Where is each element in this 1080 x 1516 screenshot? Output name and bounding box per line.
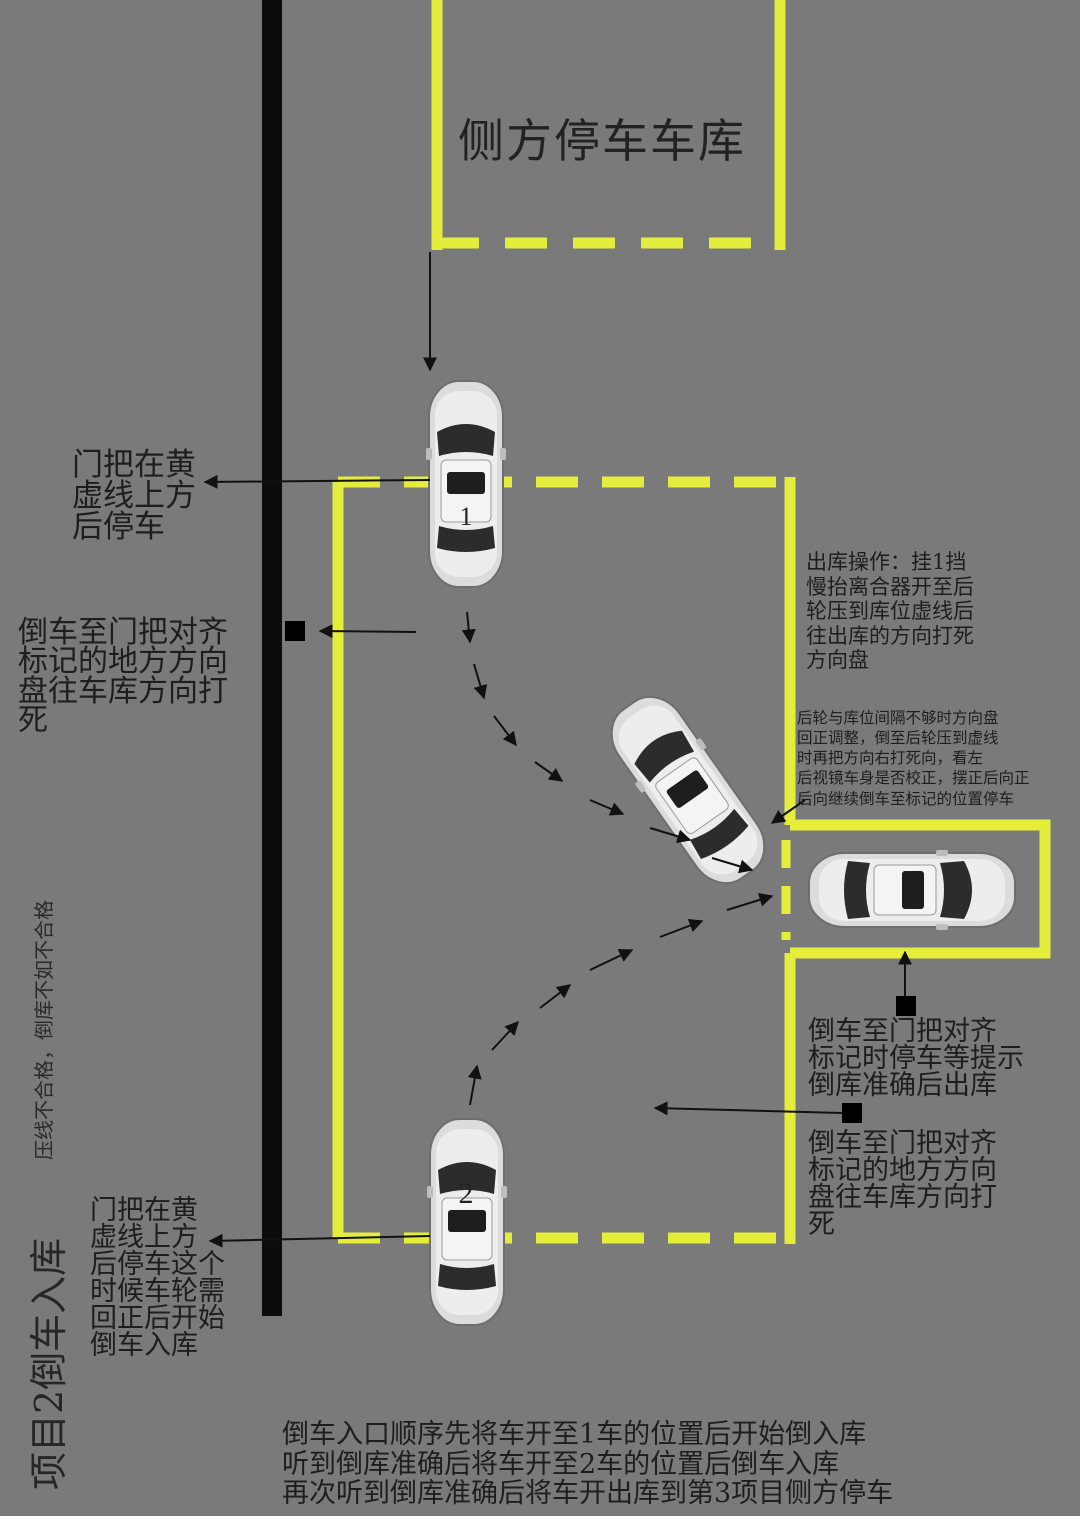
side-garage-outline <box>431 0 786 250</box>
annotation-line: 倒车至门把对齐 <box>808 1016 997 1047</box>
annotation-line: 时候车轮需 <box>90 1276 225 1307</box>
annotation-correction: 后轮与库位间隔不够时方向盘 回正调整，倒至后轮压到虚线 时再把方向右打死向，看左… <box>797 708 1030 809</box>
curb-line <box>262 0 282 1316</box>
footer-line: 再次听到倒库准确后将车开出库到第3项目侧方停车 <box>282 1478 894 1510</box>
car-1 <box>425 380 507 588</box>
annotation-line: 回正调整，倒至后轮压到虚线 <box>797 729 999 748</box>
annotation-line: 倒车至门把对齐 <box>18 615 228 650</box>
annotation-reverse-turn-right: 倒车至门把对齐 标记的地方方向 盘往车库方向打 死 <box>808 1130 997 1238</box>
annotation-line: 标记的地方方向 <box>808 1155 997 1186</box>
annotation-line: 虚线上方 <box>72 478 196 514</box>
annotation-line: 倒库准确后出库 <box>808 1070 997 1101</box>
car-2-number: 2 <box>459 1177 474 1210</box>
annotation-stop-in-bay: 倒车至门把对齐 标记时停车等提示 倒库准确后出库 <box>808 1018 1024 1099</box>
annotation-line: 慢抬离合器开至后 <box>806 574 974 599</box>
annotation-line: 盘往车库方向打 <box>808 1182 997 1213</box>
annotation-line: 倒车入库 <box>90 1330 198 1361</box>
annotation-line: 死 <box>18 703 48 739</box>
annotation-line: 虚线上方 <box>90 1222 198 1253</box>
annotation-line: 标记时停车等提示 <box>808 1043 1024 1074</box>
garage-label: 侧方停车车库 <box>458 114 746 168</box>
annotation-line: 回正后开始 <box>90 1303 225 1334</box>
footer-line: 倒车入口顺序先将车开至1车的位置后开始倒入库 <box>282 1419 867 1450</box>
car-moving <box>595 681 781 899</box>
annotation-car2-stop: 门把在黄 虚线上方 后停车这个 时候车轮需 回正后开始 倒车入库 <box>90 1197 225 1359</box>
path-arrows-out <box>467 893 774 1106</box>
annotation-line: 后视镜车身是否校正，摆正后向正 <box>797 769 1030 788</box>
reverse-garage-outline <box>332 476 1051 1244</box>
path-arrows-in <box>461 611 754 874</box>
annotation-line: 死 <box>808 1209 835 1240</box>
annotation-line: 后停车 <box>72 509 165 545</box>
annotation-line: 后停车这个 <box>90 1249 225 1280</box>
footer-line: 听到倒库准确后将车开至2车的位置后倒车入库 <box>282 1448 840 1480</box>
annotation-line: 轮压到库位虚线后 <box>806 599 974 624</box>
annotation-reverse-turn-left: 倒车至门把对齐 标记的地方方向 盘往车库方向打 死 <box>18 615 228 739</box>
annotation-car1-stop: 门把在黄 虚线上方 后停车 <box>72 450 196 543</box>
alignment-marker-right <box>842 1103 862 1123</box>
alignment-marker-bottom <box>896 996 916 1016</box>
car-2 <box>426 1118 508 1326</box>
annotation-line: 门把在黄 <box>90 1195 198 1226</box>
car-parked <box>808 849 1016 931</box>
annotation-line: 出库操作：挂1挡 <box>806 550 967 574</box>
alignment-marker-left <box>285 621 305 641</box>
annotation-exit-operation: 出库操作：挂1挡 慢抬离合器开至后 轮压到库位虚线后 往出库的方向打死 方向盘 <box>806 550 974 673</box>
side-rule-note: 压线不合格，倒库不如不合格 <box>32 900 56 1160</box>
annotation-line: 标记的地方方向 <box>18 644 228 680</box>
car-1-number: 1 <box>460 502 473 531</box>
footer-text: 倒车入口顺序先将车开至1车的位置后开始倒入库 听到倒库准确后将车开至2车的位置后… <box>282 1420 893 1509</box>
annotation-line: 后向继续倒车至标记的位置停车 <box>797 789 1015 808</box>
annotation-line: 倒车至门把对齐 <box>808 1128 997 1159</box>
annotation-line: 方向盘 <box>806 648 869 673</box>
pointer-arrows <box>203 252 912 1248</box>
annotation-line: 往出库的方向打死 <box>806 623 974 648</box>
annotation-line: 后轮与库位间隔不够时方向盘 <box>797 709 999 727</box>
annotation-line: 门把在黄 <box>72 447 196 483</box>
annotation-line: 盘往车库方向打 <box>18 673 228 709</box>
project-title: 项目2倒车入库 <box>27 1237 71 1490</box>
annotation-line: 时再把方向右打死向，看左 <box>797 749 984 768</box>
